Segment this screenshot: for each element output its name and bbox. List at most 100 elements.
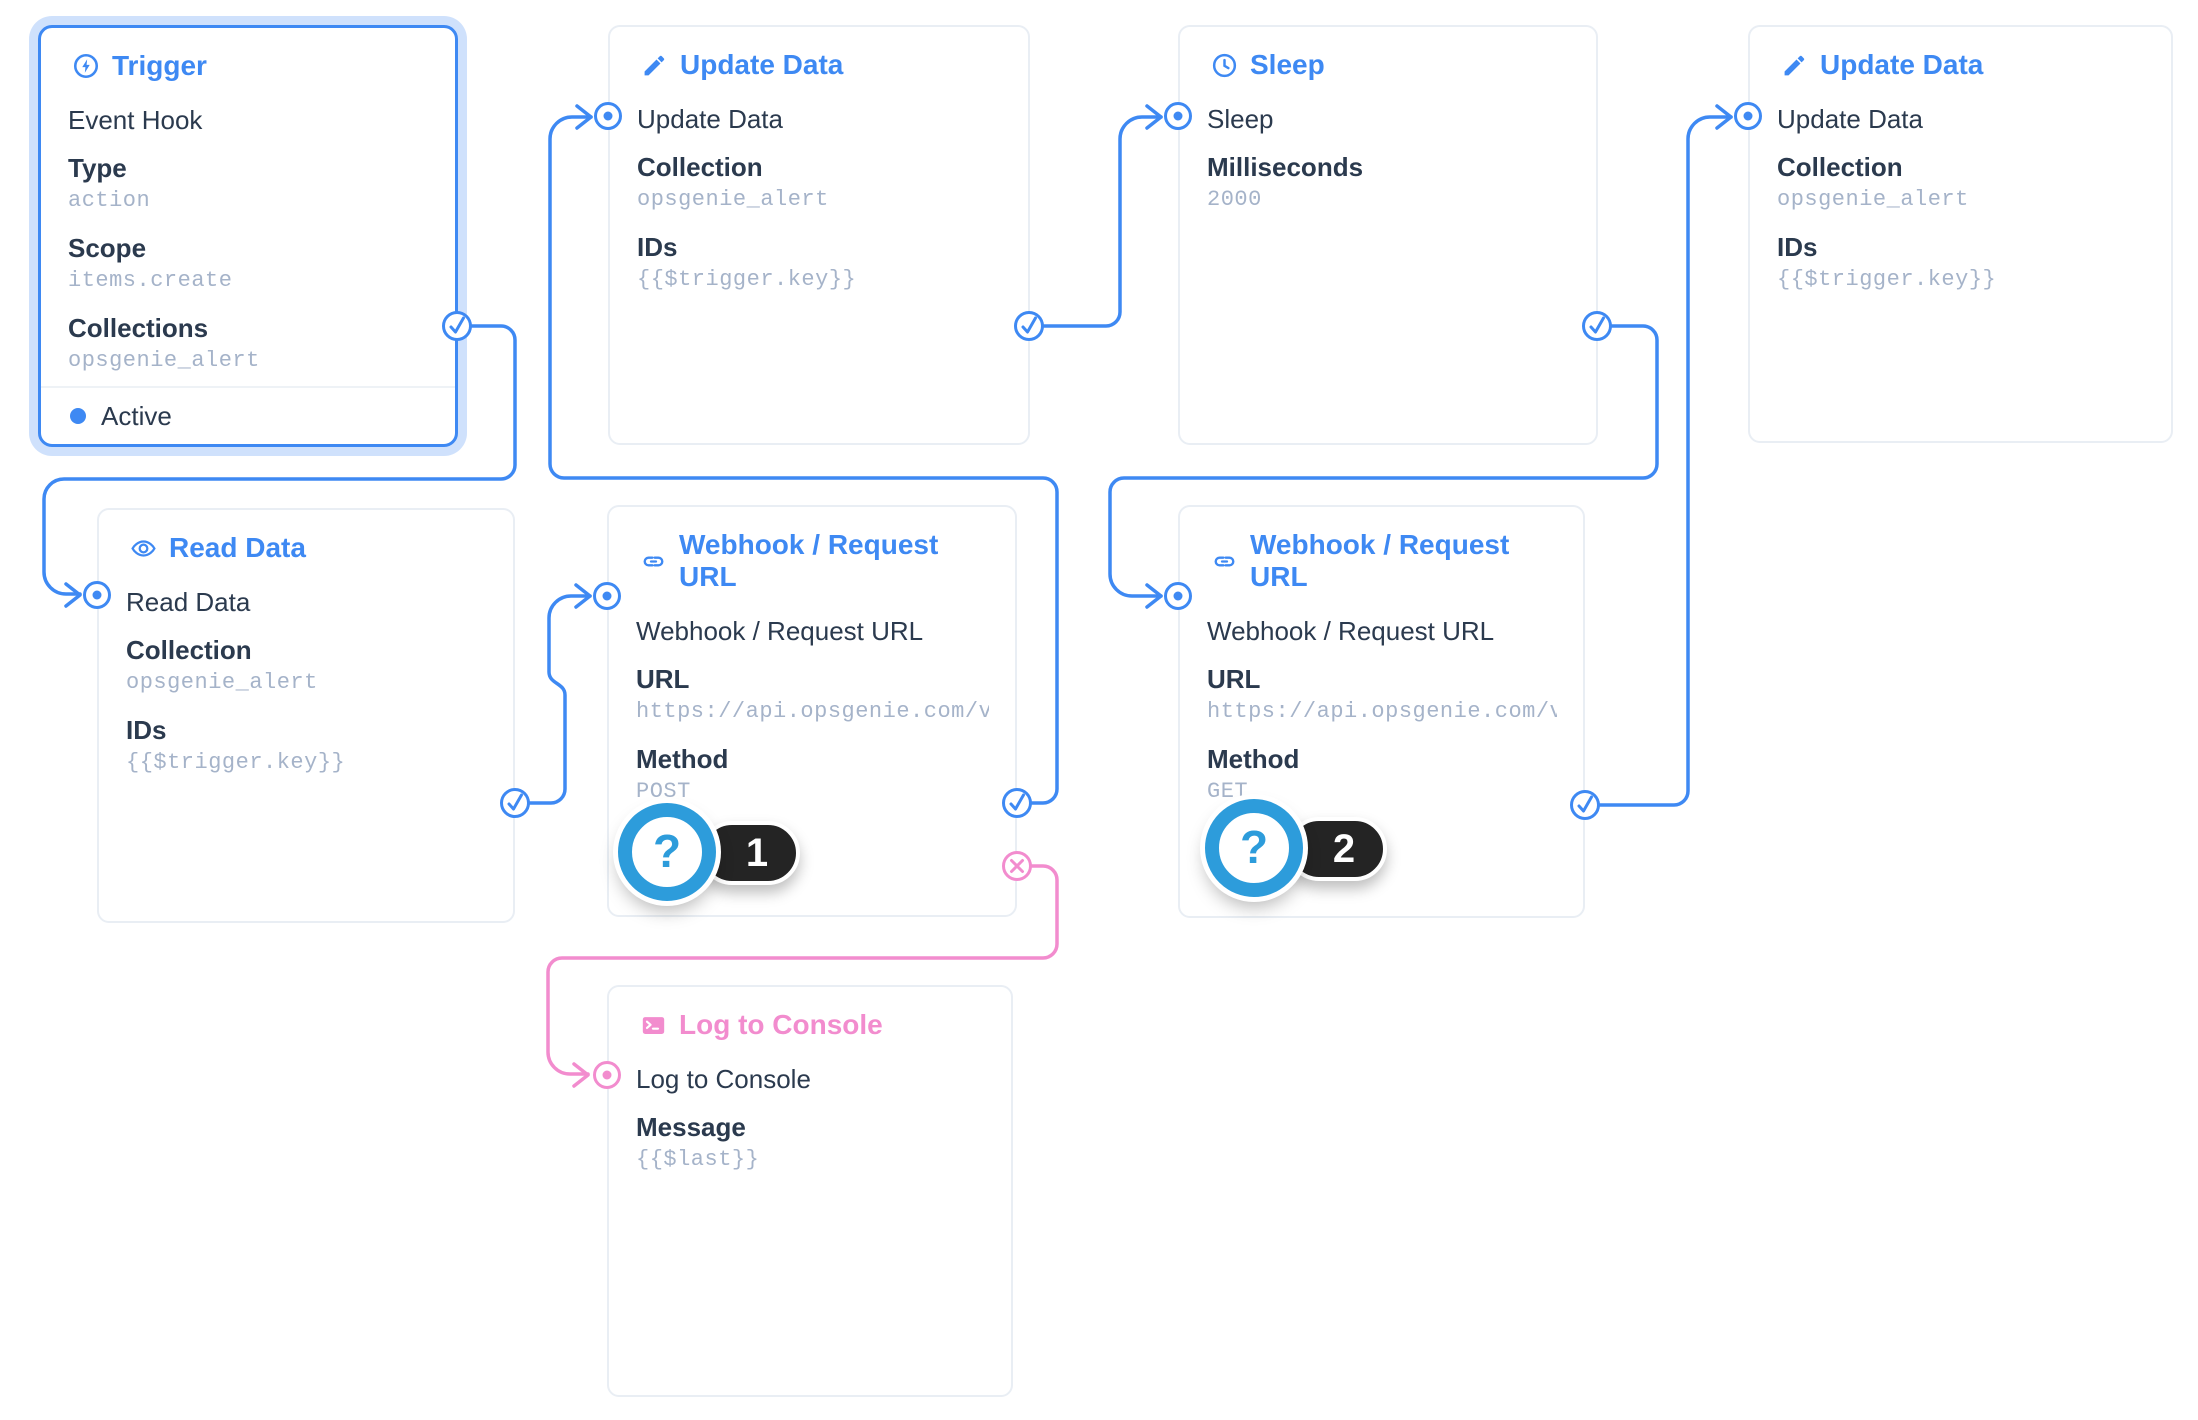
field-value: {{$trigger.key}} <box>126 750 346 775</box>
terminal-icon <box>642 1016 665 1034</box>
field-group: Method GET <box>1207 743 1557 807</box>
operation-name: Sleep <box>1207 104 1274 134</box>
operation-name: Update Data <box>637 104 783 134</box>
connector-webhook-get-to-update-data-2 <box>1583 104 1733 807</box>
node-title: Read Data <box>169 532 306 563</box>
operation-name: Event Hook <box>68 105 203 135</box>
field-value: https://api.opsgenie.com/v… <box>1207 699 1557 724</box>
arrowhead-icon <box>574 583 592 609</box>
field-label: IDs <box>126 715 167 745</box>
question-mark-icon: ? <box>1205 799 1303 897</box>
field-group: IDs {{$trigger.key}} <box>637 231 1002 295</box>
field-group: URL https://api.opsgenie.com/v… <box>1207 663 1557 727</box>
field-label: IDs <box>637 232 678 262</box>
field-group: Scope items.create <box>68 232 429 296</box>
node-update-data-2[interactable]: Update Data Update Data Collection opsge… <box>1748 25 2173 443</box>
badge-number-pill: 2 <box>1287 817 1387 881</box>
node-header: Update Data <box>1781 49 2145 81</box>
node-trigger[interactable]: Trigger Event Hook Type action Scope ite… <box>38 25 458 447</box>
field-label: Message <box>636 1112 746 1142</box>
field-group: Collection opsgenie_alert <box>126 634 487 698</box>
field-label: Milliseconds <box>1207 152 1364 182</box>
field-value: action <box>68 188 151 213</box>
field-label: Method <box>1207 744 1300 774</box>
field-value: {{$last}} <box>636 1147 760 1172</box>
arrowhead-icon <box>1145 583 1163 609</box>
field-label: Collection <box>1777 152 1903 182</box>
node-title: Update Data <box>680 49 844 80</box>
node-header: Webhook / Request URL <box>1211 529 1557 593</box>
node-read-data[interactable]: Read Data Read Data Collection opsgenie_… <box>97 508 515 923</box>
field-value: https://api.opsgenie.com/v… <box>636 699 989 724</box>
link-icon <box>1214 555 1235 567</box>
node-update-data-1[interactable]: Update Data Update Data Collection opsge… <box>608 25 1030 445</box>
field-group: IDs {{$trigger.key}} <box>1777 231 2145 295</box>
operation-name: Read Data <box>126 587 251 617</box>
arrowhead-icon <box>575 104 593 130</box>
node-sleep[interactable]: Sleep Sleep Milliseconds 2000 <box>1178 25 1598 445</box>
field-label: Method <box>636 744 729 774</box>
node-header: Sleep <box>1211 49 1570 81</box>
node-header: Log to Console <box>640 1009 985 1041</box>
operation-name: Webhook / Request URL <box>1207 616 1495 646</box>
field-label: Collection <box>126 635 252 665</box>
operation-name: Webhook / Request URL <box>636 616 924 646</box>
active-dot-icon <box>70 408 86 424</box>
field-label: Collections <box>68 313 209 343</box>
field-value: opsgenie_alert <box>637 187 829 212</box>
help-badge-2[interactable]: 2 ? <box>1205 799 1405 911</box>
clock-icon <box>1212 53 1237 77</box>
field-value: opsgenie_alert <box>126 670 318 695</box>
connector-update-data-1-to-sleep <box>1027 104 1163 328</box>
field-value: 2000 <box>1207 187 1262 212</box>
arrowhead-icon <box>572 1062 590 1088</box>
field-value: {{$trigger.key}} <box>1777 267 1997 292</box>
field-group: Collection opsgenie_alert <box>637 151 1002 215</box>
field-label: IDs <box>1777 232 1818 262</box>
node-header: Webhook / Request URL <box>640 529 989 593</box>
node-header: Read Data <box>130 532 487 564</box>
field-value: {{$trigger.key}} <box>637 267 857 292</box>
help-badge-1[interactable]: 1 ? <box>618 803 818 915</box>
field-label: URL <box>636 664 690 694</box>
node-title: Sleep <box>1250 49 1325 80</box>
arrowhead-icon <box>1145 104 1163 130</box>
node-header: Update Data <box>641 49 1002 81</box>
field-group: Milliseconds 2000 <box>1207 151 1570 215</box>
eye-icon <box>131 539 156 557</box>
field-value: opsgenie_alert <box>68 348 260 373</box>
field-group: URL https://api.opsgenie.com/v… <box>636 663 989 727</box>
field-label: Collection <box>637 152 763 182</box>
arrowhead-icon <box>1715 104 1733 130</box>
link-icon <box>643 555 664 567</box>
node-title: Trigger <box>112 50 207 81</box>
field-label: URL <box>1207 664 1261 694</box>
field-group: Type action <box>68 152 429 216</box>
pencil-icon <box>644 55 665 75</box>
node-title: Webhook / Request URL <box>1250 529 1510 592</box>
field-group: Collections opsgenie_alert <box>68 312 429 376</box>
badge-number: 1 <box>745 830 769 875</box>
field-group: Message {{$last}} <box>636 1111 985 1175</box>
pencil-icon <box>1784 55 1805 75</box>
field-value: opsgenie_alert <box>1777 187 1969 212</box>
trigger-status: Active <box>41 386 455 444</box>
active-label: Active <box>101 400 172 431</box>
operation-name: Update Data <box>1777 104 1923 134</box>
node-title: Webhook / Request URL <box>679 529 939 592</box>
badge-number: 2 <box>1332 826 1356 871</box>
field-value: items.create <box>68 268 233 293</box>
question-mark-icon: ? <box>618 803 716 901</box>
node-title: Update Data <box>1820 49 1984 80</box>
field-group: IDs {{$trigger.key}} <box>126 714 487 778</box>
arrowhead-icon <box>64 582 82 608</box>
bolt-circle-icon <box>73 53 99 79</box>
node-title: Log to Console <box>679 1009 883 1040</box>
connector-read-data-to-webhook-post <box>513 583 592 805</box>
field-group: Collection opsgenie_alert <box>1777 151 2145 215</box>
operation-name: Log to Console <box>636 1064 811 1094</box>
field-label: Type <box>68 153 127 183</box>
field-group: Method POST <box>636 743 989 807</box>
node-log-to-console[interactable]: Log to Console Log to Console Message {{… <box>607 985 1013 1397</box>
